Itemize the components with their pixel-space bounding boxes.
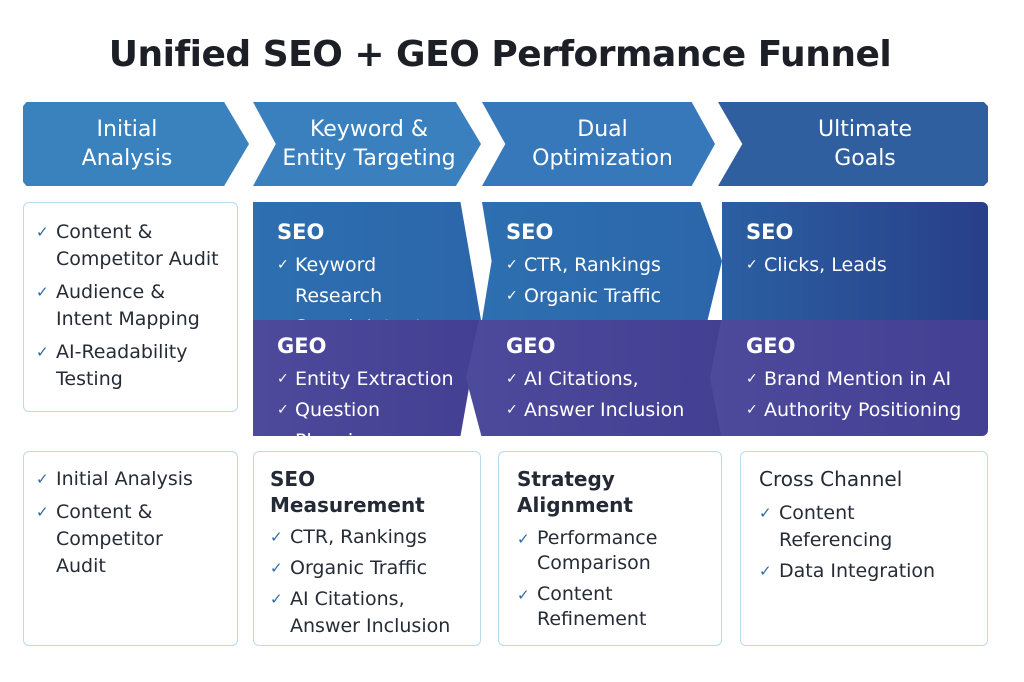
list-item: ✓AI-Readability Testing [36,341,188,390]
goals-geo-panel: GEO ✓Brand Mention in AI ✓Authority Posi… [710,320,988,436]
list-item: ✓Data Integration [759,558,969,585]
check-list: ✓Entity Extraction ✓Question Phrasing [277,364,459,436]
check-list: ✓Initial Analysis ✓Content & Competitor … [36,466,225,580]
list-item: ✓Keyword Research [277,250,459,312]
check-icon: ✓ [36,283,49,301]
panel-heading: SEO [506,220,554,244]
list-item: ✓AI Citations, [506,364,700,395]
box-heading: Cross Channel [759,467,903,491]
stage-keyword-entity-targeting: Keyword & Entity Targeting [253,102,481,186]
list-item: ✓Performance Comparison [517,527,658,574]
bottom-box-strategy-alignment: Strategy Alignment ✓Performance Comparis… [498,451,722,646]
stage-dual-optimization: Dual Optimization [482,102,715,186]
list-item: ✓Audience & Intent Mapping [36,281,200,330]
list-item: ✓Authority Positioning [746,395,966,426]
check-icon: ✓ [506,288,518,304]
panel-heading: SEO [277,220,325,244]
panel-heading: GEO [277,334,327,358]
list-item: ✓Search Intent [277,312,459,320]
check-icon: ✓ [506,371,518,387]
list-item: ✓CTR, Rankings [270,524,464,551]
check-list: ✓Brand Mention in AI ✓Authority Position… [746,364,966,426]
list-item: ✓Content Refinement [517,583,647,630]
box-heading: SEO Measurement [270,467,425,517]
check-icon: ✓ [270,559,283,577]
stage-ultimate-goals: Ultimate Goals [718,102,988,186]
stage-initial-analysis: Initial Analysis [23,102,249,186]
check-icon: ✓ [759,562,772,580]
check-icon: ✓ [270,590,283,608]
panel-heading: GEO [746,334,796,358]
bottom-box-initial: ✓Initial Analysis ✓Content & Competitor … [23,451,238,646]
check-icon: ✓ [36,223,49,241]
panel-heading: SEO [746,220,794,244]
list-item: ✓Question Phrasing [277,395,459,436]
check-list: ✓Keyword Research ✓Search Intent [277,250,459,320]
check-list: ✓Content & Competitor Audit ✓Audience & … [36,219,225,393]
list-item: ✓Organic Traffic [270,555,464,582]
analysis-box: ✓Content & Competitor Audit ✓Audience & … [23,202,238,412]
check-icon: ✓ [506,402,518,418]
check-list: ✓CTR, Rankings ✓Organic Traffic [506,250,700,312]
box-heading: Strategy Alignment [517,467,633,517]
keyword-geo-panel: GEO ✓Entity Extraction ✓Question Phrasin… [253,320,481,436]
page-title: Unified SEO + GEO Performance Funnel [108,34,892,75]
dual-geo-panel: GEO ✓AI Citations, ✓Answer Inclusion [466,320,722,436]
dual-seo-panel: SEO ✓CTR, Rankings ✓Organic Traffic [482,202,722,320]
check-icon: ✓ [746,402,758,418]
list-item: ✓Initial Analysis [36,466,225,493]
check-icon: ✓ [270,528,283,546]
check-icon: ✓ [277,402,289,418]
stage-label: Ultimate Goals [817,117,913,171]
list-item: ✓Content & Competitor Audit [36,501,163,577]
list-item: ✓Organic Traffic [506,281,700,312]
bottom-box-seo-measurement: SEO Measurement ✓CTR, Rankings ✓Organic … [253,451,481,646]
list-item: ✓Answer Inclusion [506,395,700,426]
list-item: ✓Clicks, Leads [746,250,966,281]
stage-label: Keyword & Entity Targeting [282,117,456,171]
list-item: ✓CTR, Rankings [506,250,700,281]
check-icon: ✓ [506,257,518,273]
check-icon: ✓ [36,470,49,488]
check-icon: ✓ [746,371,758,387]
panel-heading: GEO [506,334,556,358]
check-icon: ✓ [517,586,530,604]
bottom-box-cross-channel: Cross Channel ✓Content Referencing ✓Data… [740,451,988,646]
list-item: ✓Content & Competitor Audit [36,221,219,270]
check-list: ✓Clicks, Leads [746,250,966,281]
list-item: ✓Content Referencing [759,502,893,551]
check-icon: ✓ [277,257,289,273]
check-icon: ✓ [277,312,295,320]
check-icon: ✓ [277,371,289,387]
stage-label: Dual Optimization [532,117,673,171]
keyword-seo-panel: SEO ✓Keyword Research ✓Search Intent [253,202,481,320]
check-list: ✓Content Referencing ✓Data Integration [759,500,969,585]
check-list: ✓Performance Comparison ✓Content Refinem… [517,526,703,632]
check-icon: ✓ [36,503,49,521]
list-item: ✓Brand Mention in AI [746,364,966,395]
goals-seo-panel: SEO ✓Clicks, Leads [722,202,988,320]
list-item: ✓Entity Extraction [277,364,459,395]
check-icon: ✓ [517,530,530,548]
check-icon: ✓ [759,504,772,522]
check-list: ✓CTR, Rankings ✓Organic Traffic ✓AI Cita… [270,524,464,640]
check-icon: ✓ [36,343,49,361]
list-item: ✓AI Citations, Answer Inclusion [270,588,451,637]
check-icon: ✓ [746,257,758,273]
check-list: ✓AI Citations, ✓Answer Inclusion [506,364,700,426]
stage-label: Initial Analysis [81,117,173,171]
